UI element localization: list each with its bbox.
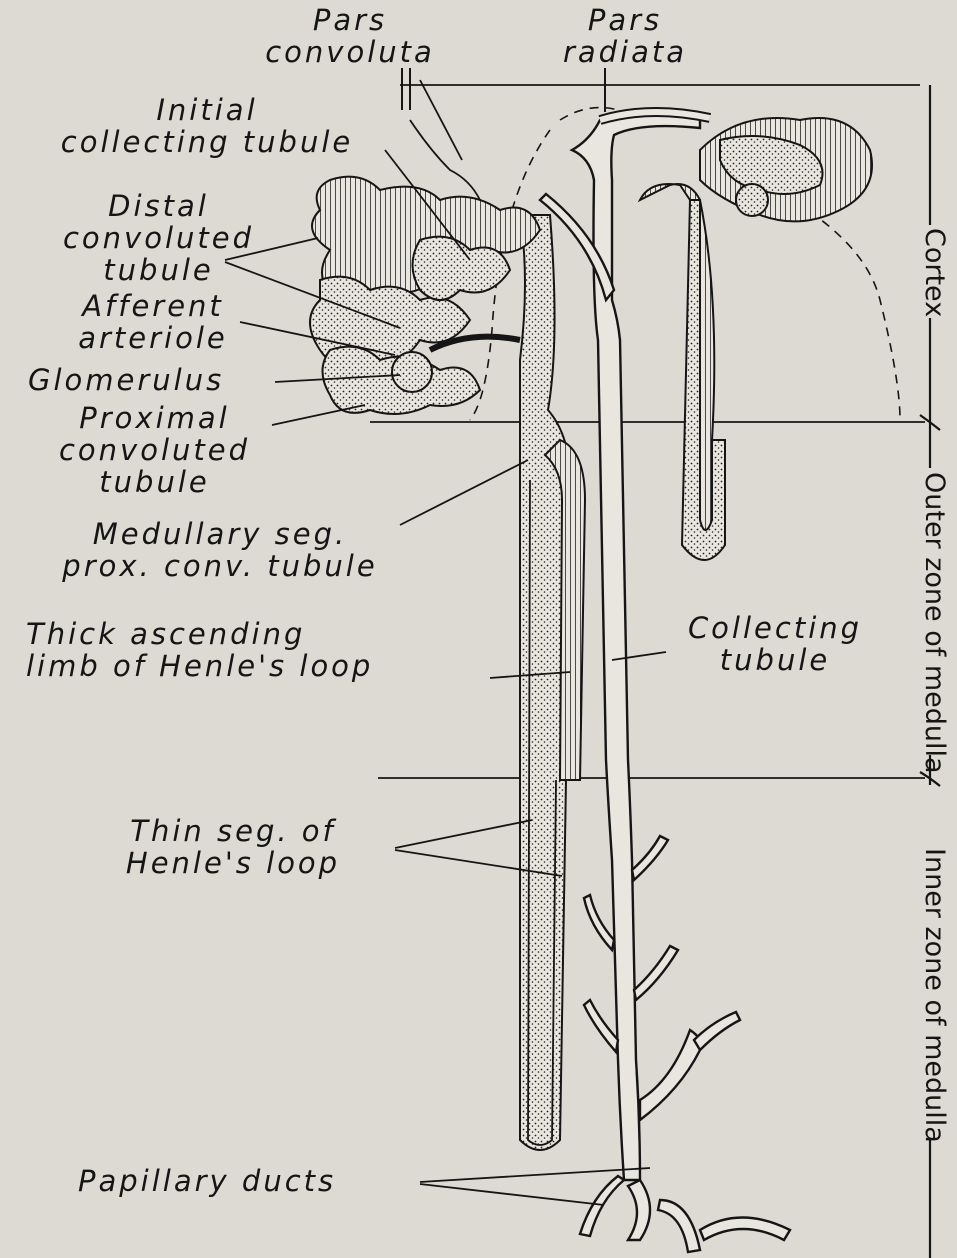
collecting-line-2: tubule	[660, 644, 890, 676]
proximal-line-3: tubule	[32, 466, 277, 498]
pars-convoluta-line-2: convoluta	[240, 36, 460, 68]
label-distal-convoluted-tubule: Distal convoluted tubule	[46, 190, 271, 286]
zone-label-inner-medulla: Inner zone of medulla	[919, 848, 950, 1143]
proximal-line-2: convoluted	[32, 434, 277, 466]
distal-line-1: Distal	[46, 190, 271, 222]
leader-papillary-2	[420, 1184, 604, 1205]
convoluted-mass	[310, 120, 540, 414]
leader-proximal	[272, 405, 365, 425]
pars-convoluta-line-1: Pars	[240, 4, 460, 36]
thick-limb-line-1: Thick ascending	[26, 618, 373, 650]
label-collecting-tubule: Collecting tubule	[660, 612, 890, 676]
distal-line-3: tubule	[46, 254, 271, 286]
thin-line-2: Henle's loop	[88, 847, 378, 879]
distal-line-2: convoluted	[46, 222, 271, 254]
short-nephron	[600, 112, 872, 560]
medullary-line-2: prox. conv. tubule	[20, 550, 420, 582]
label-proximal-convoluted-tubule: Proximal convoluted tubule	[32, 402, 277, 498]
zone-label-cortex: Cortex	[919, 228, 950, 317]
pars-radiata-line-2: radiata	[545, 36, 705, 68]
afferent-line-2: arteriole	[48, 322, 258, 354]
label-initial-collecting-tubule: Initial collecting tubule	[22, 94, 392, 158]
label-medullary-segment: Medullary seg. prox. conv. tubule	[20, 518, 420, 582]
initial-collecting-line-1: Initial	[22, 94, 392, 126]
initial-collecting-line-2: collecting tubule	[22, 126, 392, 158]
label-pars-radiata: Pars radiata	[545, 4, 705, 68]
label-papillary-ducts: Papillary ducts	[78, 1165, 336, 1197]
proximal-line-1: Proximal	[32, 402, 277, 434]
leader-medullary-seg	[400, 460, 528, 525]
zone-label-outer-medulla: Outer zone of medulla	[919, 472, 950, 774]
label-afferent-arteriole: Afferent arteriole	[48, 290, 258, 354]
thin-line-1: Thin seg. of	[88, 815, 378, 847]
pars-radiata-line-1: Pars	[545, 4, 705, 36]
leader-pars-convoluta	[420, 80, 462, 160]
label-pars-convoluta: Pars convoluta	[240, 4, 460, 68]
label-thick-ascending-limb: Thick ascending limb of Henle's loop	[26, 618, 373, 682]
collecting-line-1: Collecting	[660, 612, 890, 644]
label-glomerulus: Glomerulus	[28, 364, 224, 396]
afferent-line-1: Afferent	[48, 290, 258, 322]
medullary-line-1: Medullary seg.	[20, 518, 420, 550]
leader-thin-1	[395, 820, 532, 848]
label-thin-segment: Thin seg. of Henle's loop	[88, 815, 378, 879]
thick-limb-line-2: limb of Henle's loop	[26, 650, 373, 682]
